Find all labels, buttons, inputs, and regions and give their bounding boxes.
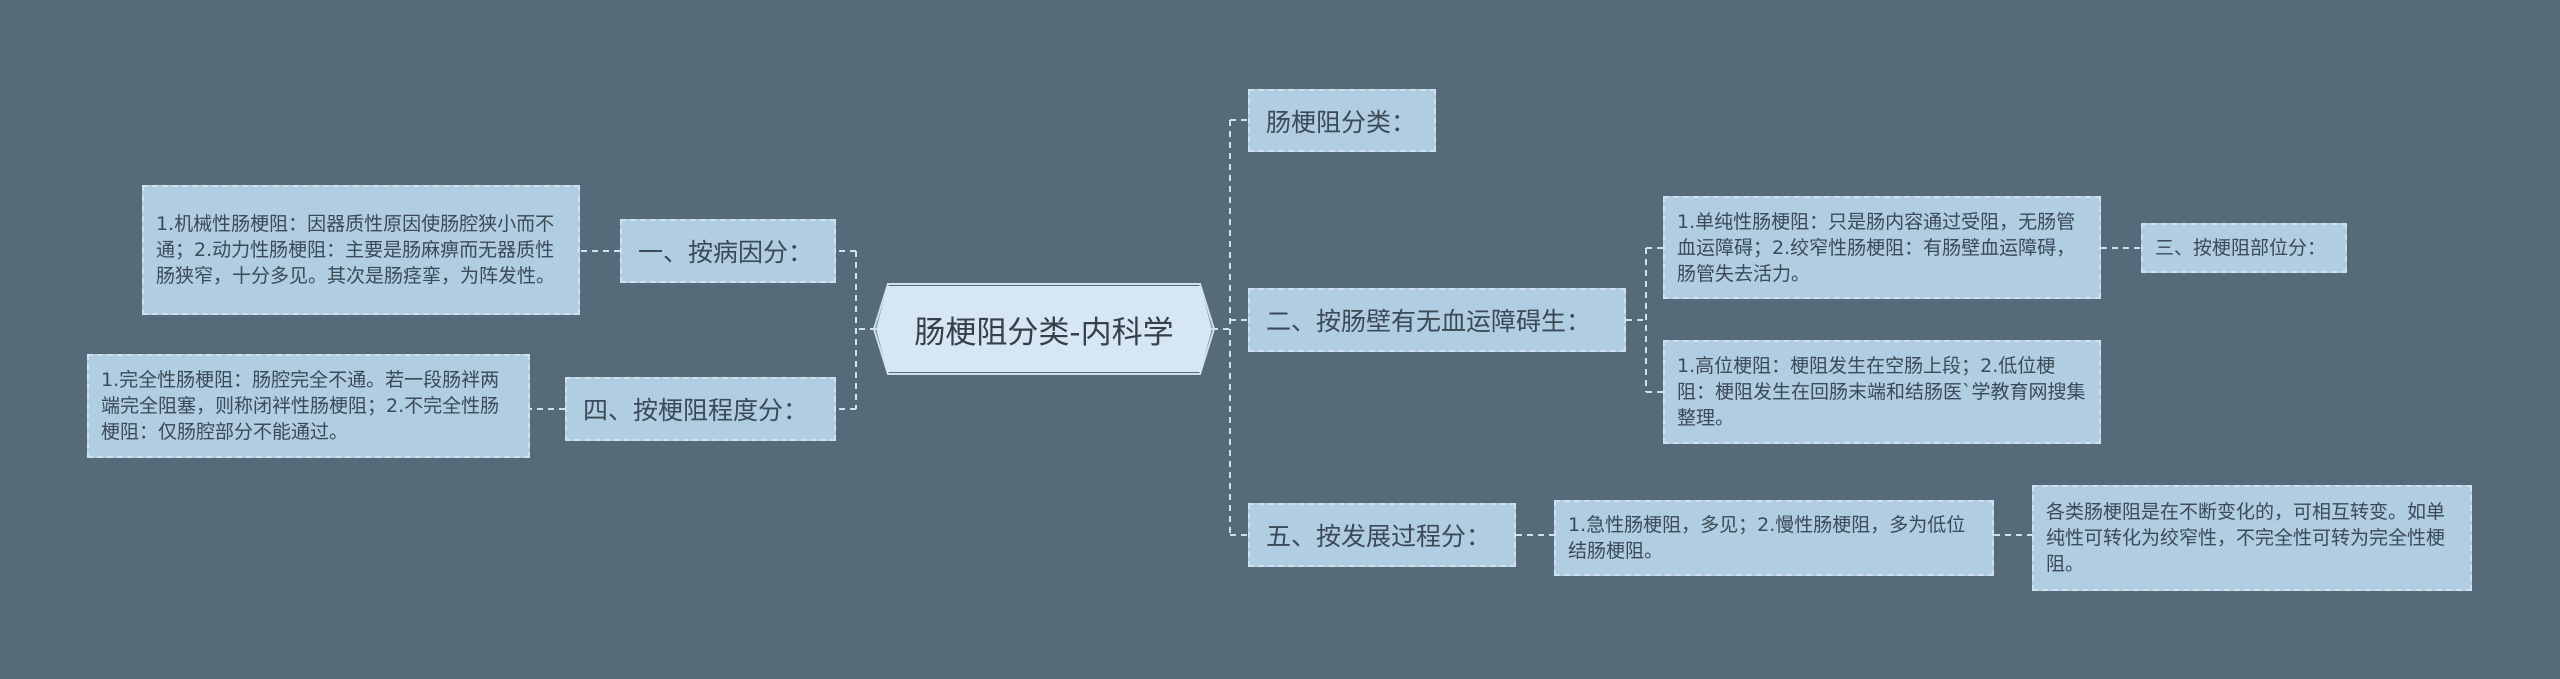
leaf-blood-detail2[interactable]: 1.高位梗阻：梗阻发生在空肠上段；2.低位梗阻：梗阻发生在回肠末端和结肠医`学教… [1663, 340, 2101, 444]
branch-degree[interactable]: 四、按梗阻程度分： [565, 377, 836, 441]
leaf-course-detail-text: 1.急性肠梗阻，多见；2.慢性肠梗阻，多为低位结肠梗阻。 [1568, 514, 1966, 562]
branch-blood[interactable]: 二、按肠壁有无血运障碍生： [1248, 288, 1626, 352]
leaf-course-detail[interactable]: 1.急性肠梗阻，多见；2.慢性肠梗阻，多为低位结肠梗阻。 [1554, 500, 1994, 576]
leaf-course-child[interactable]: 各类肠梗阻是在不断变化的，可相互转变。如单纯性可转化为绞窄性，不完全性可转为完全… [2032, 485, 2472, 591]
root-label: 肠梗阻分类-内科学 [914, 314, 1174, 351]
leaf-location-text: 三、按梗阻部位分： [2155, 237, 2327, 259]
branch-blood-label: 二、按肠壁有无血运障碍生： [1266, 307, 1592, 336]
branch-title-label: 肠梗阻分类： [1266, 107, 1417, 137]
branch-course-label: 五、按发展过程分： [1266, 522, 1492, 551]
branch-degree-label: 四、按梗阻程度分： [583, 396, 809, 425]
leaf-course-child-text: 各类肠梗阻是在不断变化的，可相互转变。如单纯性可转化为绞窄性，不完全性可转为完全… [2046, 501, 2446, 575]
leaf-blood-detail1-text: 1.单纯性肠梗阻：只是肠内容通过受阻，无肠管血运障碍；2.绞窄性肠梗阻：有肠壁血… [1677, 210, 2076, 285]
leaf-location[interactable]: 三、按梗阻部位分： [2141, 223, 2347, 273]
branch-cause[interactable]: 一、按病因分： [620, 219, 836, 283]
root-node[interactable]: 肠梗阻分类-内科学 [876, 286, 1212, 372]
branch-title[interactable]: 肠梗阻分类： [1248, 89, 1436, 152]
leaf-degree-detail[interactable]: 1.完全性肠梗阻：肠腔完全不通。若一段肠袢两端完全阻塞，则称闭袢性肠梗阻；2.不… [87, 354, 530, 458]
leaf-blood-detail1[interactable]: 1.单纯性肠梗阻：只是肠内容通过受阻，无肠管血运障碍；2.绞窄性肠梗阻：有肠壁血… [1663, 196, 2101, 299]
branch-cause-label: 一、按病因分： [638, 238, 814, 267]
branch-course[interactable]: 五、按发展过程分： [1248, 503, 1516, 567]
leaf-cause-detail-text: 1.机械性肠梗阻：因器质性原因使肠腔狭小而不通；2.动力性肠梗阻：主要是肠麻痹而… [156, 213, 556, 287]
leaf-degree-detail-text: 1.完全性肠梗阻：肠腔完全不通。若一段肠袢两端完全阻塞，则称闭袢性肠梗阻；2.不… [101, 369, 500, 443]
root-outline [872, 283, 1216, 375]
leaf-cause-detail[interactable]: 1.机械性肠梗阻：因器质性原因使肠腔狭小而不通；2.动力性肠梗阻：主要是肠麻痹而… [142, 185, 580, 315]
leaf-blood-detail2-text: 1.高位梗阻：梗阻发生在空肠上段；2.低位梗阻：梗阻发生在回肠末端和结肠医`学教… [1677, 355, 2086, 429]
